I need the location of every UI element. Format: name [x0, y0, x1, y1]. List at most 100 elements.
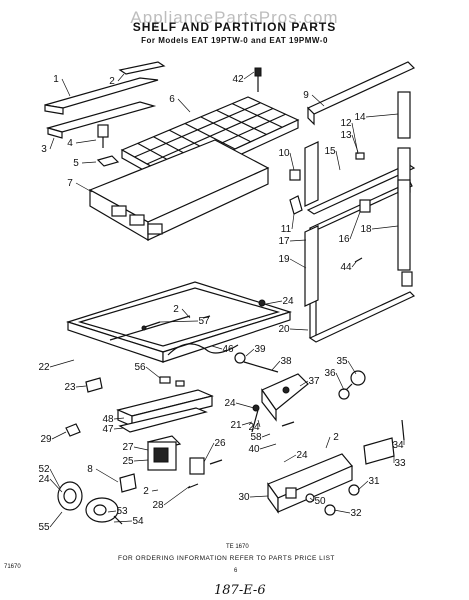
- leader-line-25: [133, 459, 149, 462]
- leader-line-24: [235, 402, 255, 409]
- callout-35: 35: [336, 356, 348, 367]
- callout-4: 4: [67, 138, 73, 149]
- leader-line-48: [113, 417, 125, 420]
- callout-18: 18: [360, 224, 372, 235]
- callout-7: 7: [67, 178, 73, 189]
- callout-24: 24: [282, 296, 294, 307]
- callout-36: 36: [324, 368, 336, 379]
- leader-line-9: [311, 94, 325, 107]
- leader-line-2: [181, 308, 191, 319]
- callout-44: 44: [340, 262, 352, 273]
- diagram-code: TE 1670: [226, 544, 249, 550]
- leader-line-6: [177, 98, 191, 113]
- leader-line-36: [335, 372, 345, 391]
- leader-line-57: [159, 320, 199, 323]
- callout-56: 56: [134, 362, 146, 373]
- light-bulb-35: [338, 370, 366, 400]
- callout-53: 53: [116, 506, 128, 517]
- callout-42: 42: [232, 74, 244, 85]
- callout-52: 52: [38, 464, 50, 475]
- leader-line-37: [299, 380, 309, 387]
- callout-48: 48: [102, 414, 114, 425]
- leader-line-24: [283, 454, 297, 463]
- handwritten-note: 187-E-6: [214, 583, 266, 598]
- leader-line-39: [245, 348, 255, 357]
- callout-24: 24: [38, 474, 50, 485]
- leader-line-24: [265, 300, 283, 305]
- leader-line-31: [357, 480, 369, 491]
- leader-line-26: [203, 442, 215, 463]
- footer-note: FOR ORDERING INFORMATION REFER TO PARTS …: [118, 555, 335, 562]
- shelf-grid-bar: [134, 102, 261, 158]
- leader-line-44: [351, 261, 357, 268]
- leader-line-38: [271, 360, 281, 371]
- leader-line-46: [211, 345, 223, 350]
- callout-3: 3: [41, 144, 47, 155]
- page-subtitle: For Models EAT 19PTW-0 and EAT 19PMW-0: [141, 36, 328, 45]
- leader-line-7: [75, 182, 93, 193]
- leader-line-40: [259, 443, 277, 450]
- callout-22: 22: [38, 362, 50, 373]
- leader-line-52: [49, 468, 61, 489]
- leader-line-27: [133, 446, 149, 451]
- leader-line-28: [163, 485, 191, 506]
- callout-23: 23: [64, 382, 76, 393]
- part-8: [119, 473, 137, 493]
- leader-line-47: [113, 427, 125, 430]
- leader-line-56: [145, 366, 161, 379]
- leader-line-23: [75, 385, 87, 388]
- leader-lines: [49, 71, 405, 528]
- part-29: [65, 423, 81, 437]
- leader-line-19: [289, 258, 307, 269]
- callout-2: 2: [333, 432, 339, 443]
- callout-2: 2: [143, 486, 149, 497]
- callout-30: 30: [238, 492, 250, 503]
- leader-line-2: [325, 436, 331, 449]
- control-box: [146, 435, 182, 471]
- right-small-parts: [289, 152, 371, 263]
- callout-14: 14: [354, 112, 366, 123]
- callout-10: 10: [278, 148, 290, 159]
- leader-line-18: [371, 225, 399, 230]
- leader-line-58: [261, 433, 271, 438]
- leader-line-3: [49, 137, 55, 150]
- callout-58: 58: [250, 432, 262, 443]
- callout-2: 2: [173, 304, 179, 315]
- motor-53: [85, 497, 123, 525]
- callout-12: 12: [340, 118, 352, 129]
- leader-line-50: [309, 497, 315, 502]
- leader-line-32: [333, 509, 351, 514]
- callout-39: 39: [254, 344, 266, 355]
- callout-17: 17: [278, 236, 290, 247]
- fan-assembly: [57, 481, 83, 511]
- callout-1: 1: [53, 74, 59, 85]
- panel-33: [363, 437, 395, 465]
- shelf-support-parts: [96, 124, 120, 167]
- screw-57: [141, 315, 211, 331]
- leader-line-2: [117, 73, 125, 82]
- callout-46: 46: [222, 344, 234, 355]
- partition-base: [88, 139, 270, 242]
- callout-24: 24: [224, 398, 236, 409]
- callout-2: 2: [109, 76, 115, 87]
- leader-line-5: [81, 161, 97, 164]
- callout-27: 27: [122, 442, 134, 453]
- leader-line-13: [351, 134, 359, 153]
- wire-46: [167, 343, 239, 356]
- callout-31: 31: [368, 476, 380, 487]
- part-26-28: [187, 457, 223, 489]
- left-code: 71670: [4, 564, 21, 570]
- leader-line-16: [349, 211, 361, 240]
- bracket-23: [85, 377, 103, 393]
- callout-38: 38: [280, 356, 292, 367]
- leader-line-55: [49, 511, 63, 528]
- callout-26: 26: [214, 438, 226, 449]
- callout-24: 24: [248, 422, 260, 433]
- callout-28: 28: [152, 500, 164, 511]
- leader-line-29: [51, 431, 67, 440]
- callout-21: 21: [230, 420, 242, 431]
- leader-line-24: [257, 419, 261, 428]
- callout-9: 9: [303, 90, 309, 101]
- control-housing-30: [267, 453, 353, 514]
